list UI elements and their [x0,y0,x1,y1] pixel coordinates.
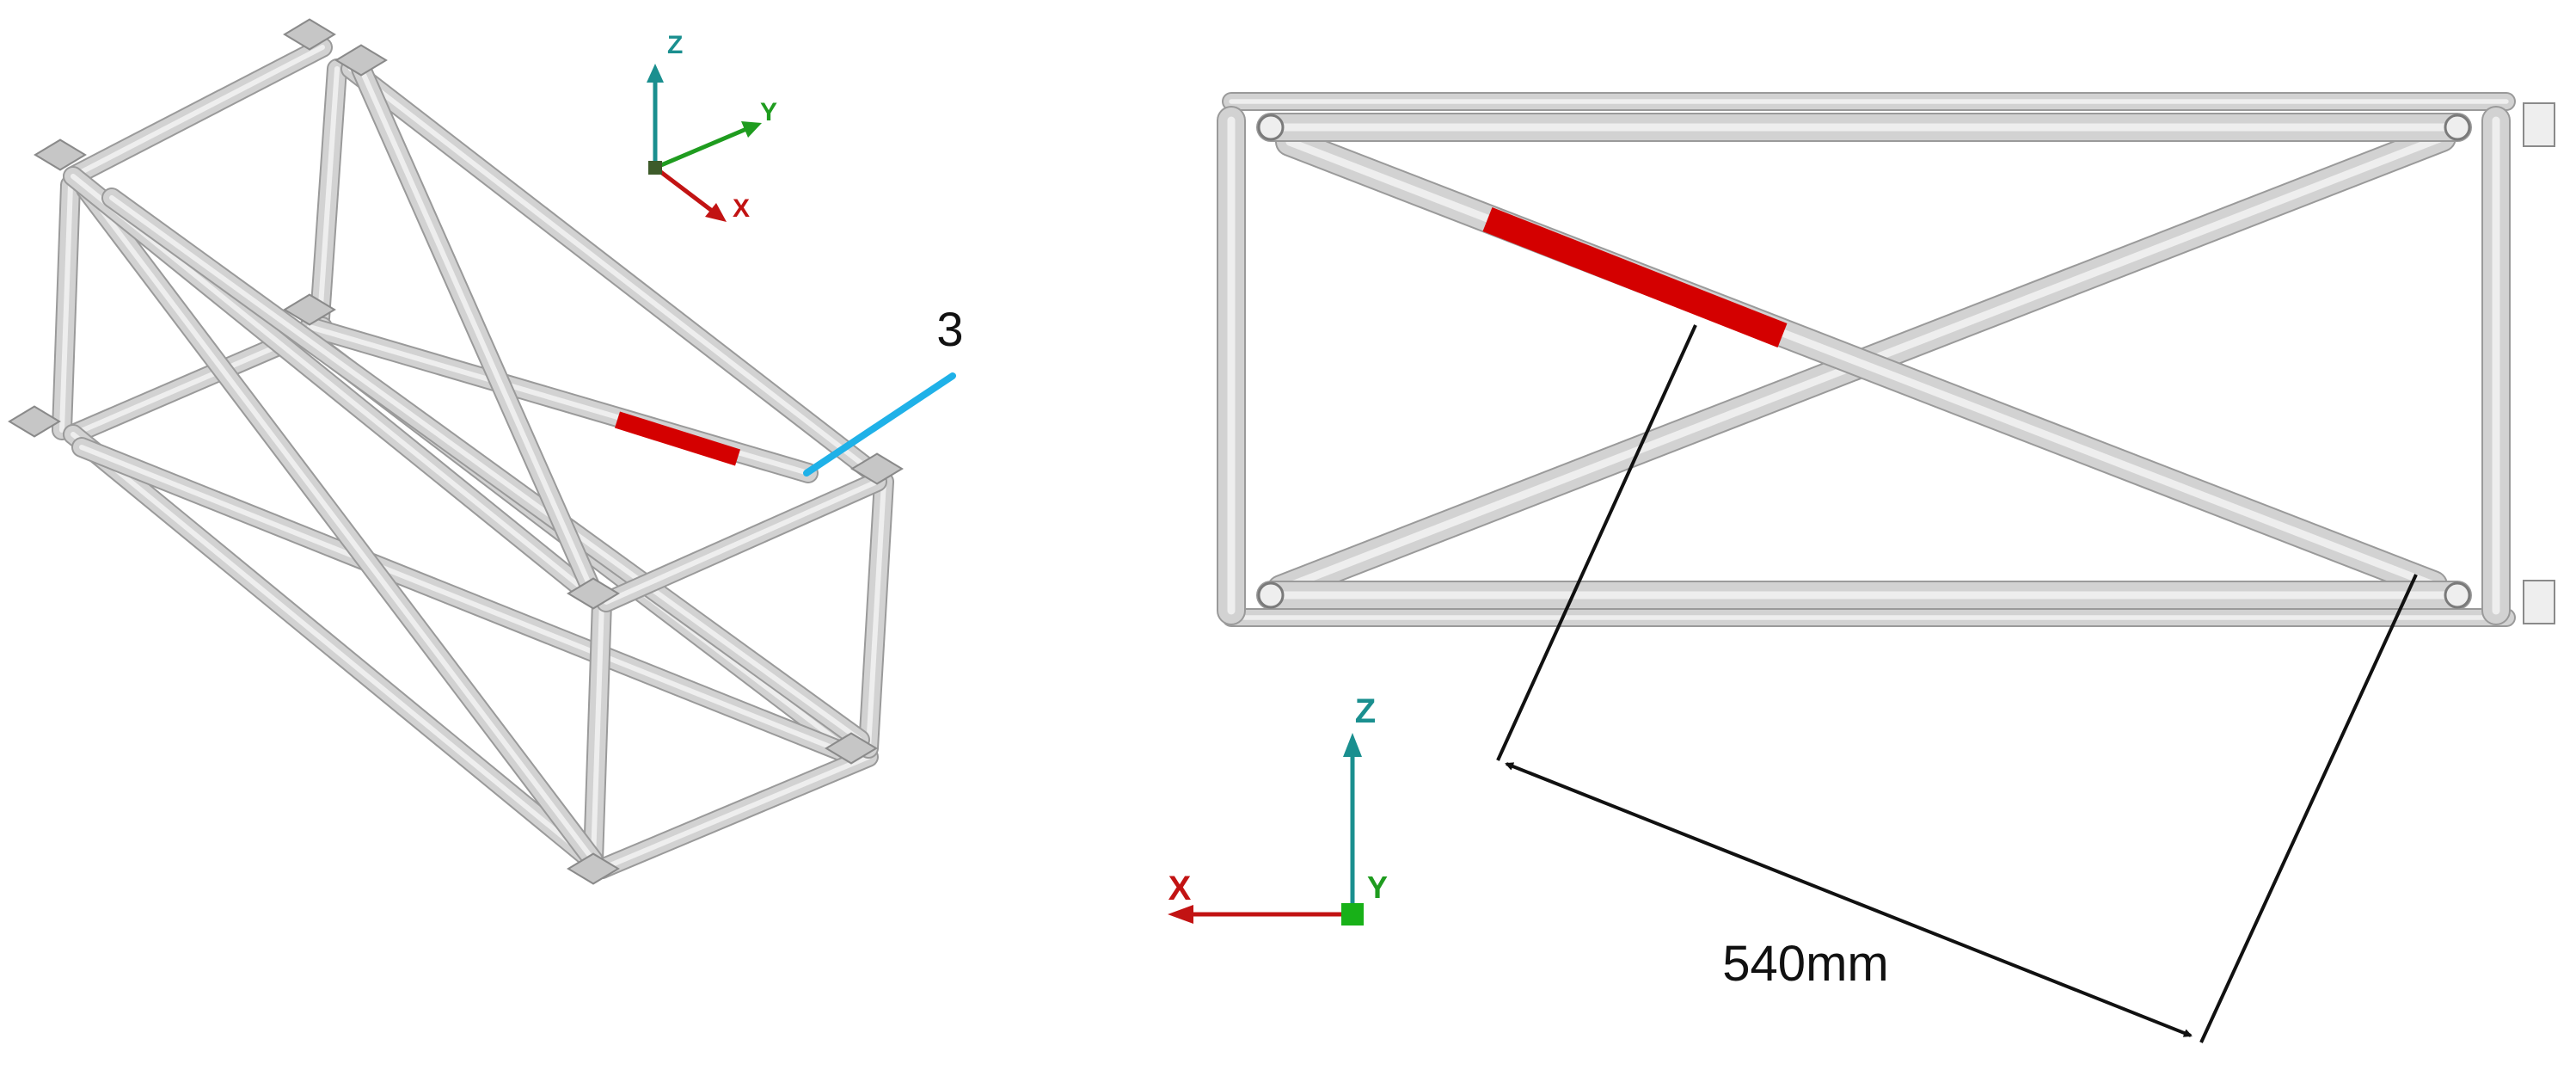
front-tab-bottom-right [2523,580,2555,624]
iso-callout-label: 3 [936,302,963,356]
iso-joint-h [567,852,620,885]
front-truss-tubes [1217,92,2516,627]
iso-joint-d [567,577,620,610]
iso-tube-bottom-long-left [63,424,612,879]
front-axis-x-arrowhead [1168,905,1193,924]
front-axis-z-label: Z [1355,692,1376,730]
iso-axis-y-label: Y [760,98,777,126]
dimension-label: 540mm [1722,936,1888,992]
iso-axis-x-label: X [733,194,750,223]
front-pin-tr [2444,114,2471,141]
iso-axis-x-arrowhead [705,203,727,222]
isometric-truss-view: 3 Z Y X [8,18,964,885]
iso-axis-y-arrowhead [741,121,762,138]
iso-tube-end-top [596,471,887,612]
iso-tube-front-post-right [858,471,894,759]
iso-truss-joints [8,18,904,885]
iso-truss-tubes [52,37,894,879]
iso-axis-z-label: Z [667,31,683,59]
iso-tube-side-diagonal-left [76,179,604,870]
iso-axis-y [654,126,747,170]
iso-tube-back-post-right [310,58,347,329]
front-axis-z-arrowhead [1343,733,1362,757]
front-axis-y-label: Y [1367,870,1388,905]
iso-joint-b [283,18,336,51]
front-end-tabs [1257,102,2555,624]
front-highlight-segment [1482,207,1788,347]
iso-axis-x [653,166,714,212]
iso-joint-a [34,138,87,171]
front-dimension: 540mm [1496,324,2418,1043]
dimension-leader-right [2199,574,2418,1043]
front-axis-triad: Z Y X [1168,692,1388,925]
iso-tube-top-diagonal-cross [101,188,870,750]
front-tube-diagonal-falling [1275,127,2448,600]
front-pin-br [2444,581,2471,609]
iso-axis-z-arrowhead [647,64,664,83]
iso-joint-bp [334,44,388,77]
iso-tube-top-diagonal [351,58,604,604]
dimension-arrow-line [1505,762,2193,1037]
iso-joint-g [850,452,904,485]
iso-tube-front-post-left [583,592,612,870]
iso-tube-end-bottom [592,747,879,879]
iso-tube-top-long-right [340,58,879,479]
iso-callout-line [803,372,956,477]
dimension-leader-left [1496,324,1697,761]
iso-highlight-segment [615,411,740,466]
iso-tube-top-long-left [63,166,599,604]
front-pin-tl [1257,114,1285,141]
iso-tube-back-post-left [52,175,81,440]
iso-axis-triad: Z Y X [647,31,777,223]
front-axis-x-label: X [1168,870,1192,907]
front-pin-bl [1257,581,1285,609]
iso-tube-bottom-diagonal [71,437,866,767]
front-axis-origin-y [1341,903,1364,925]
iso-joint-e [8,405,61,438]
front-truss-view: 540mm Z Y X [1168,92,2555,1043]
iso-axis-origin [648,161,662,175]
iso-tube-back-top [63,37,333,187]
front-tab-top-right [2523,102,2555,147]
iso-joint-f [283,293,336,326]
iso-joint-k [825,732,878,765]
